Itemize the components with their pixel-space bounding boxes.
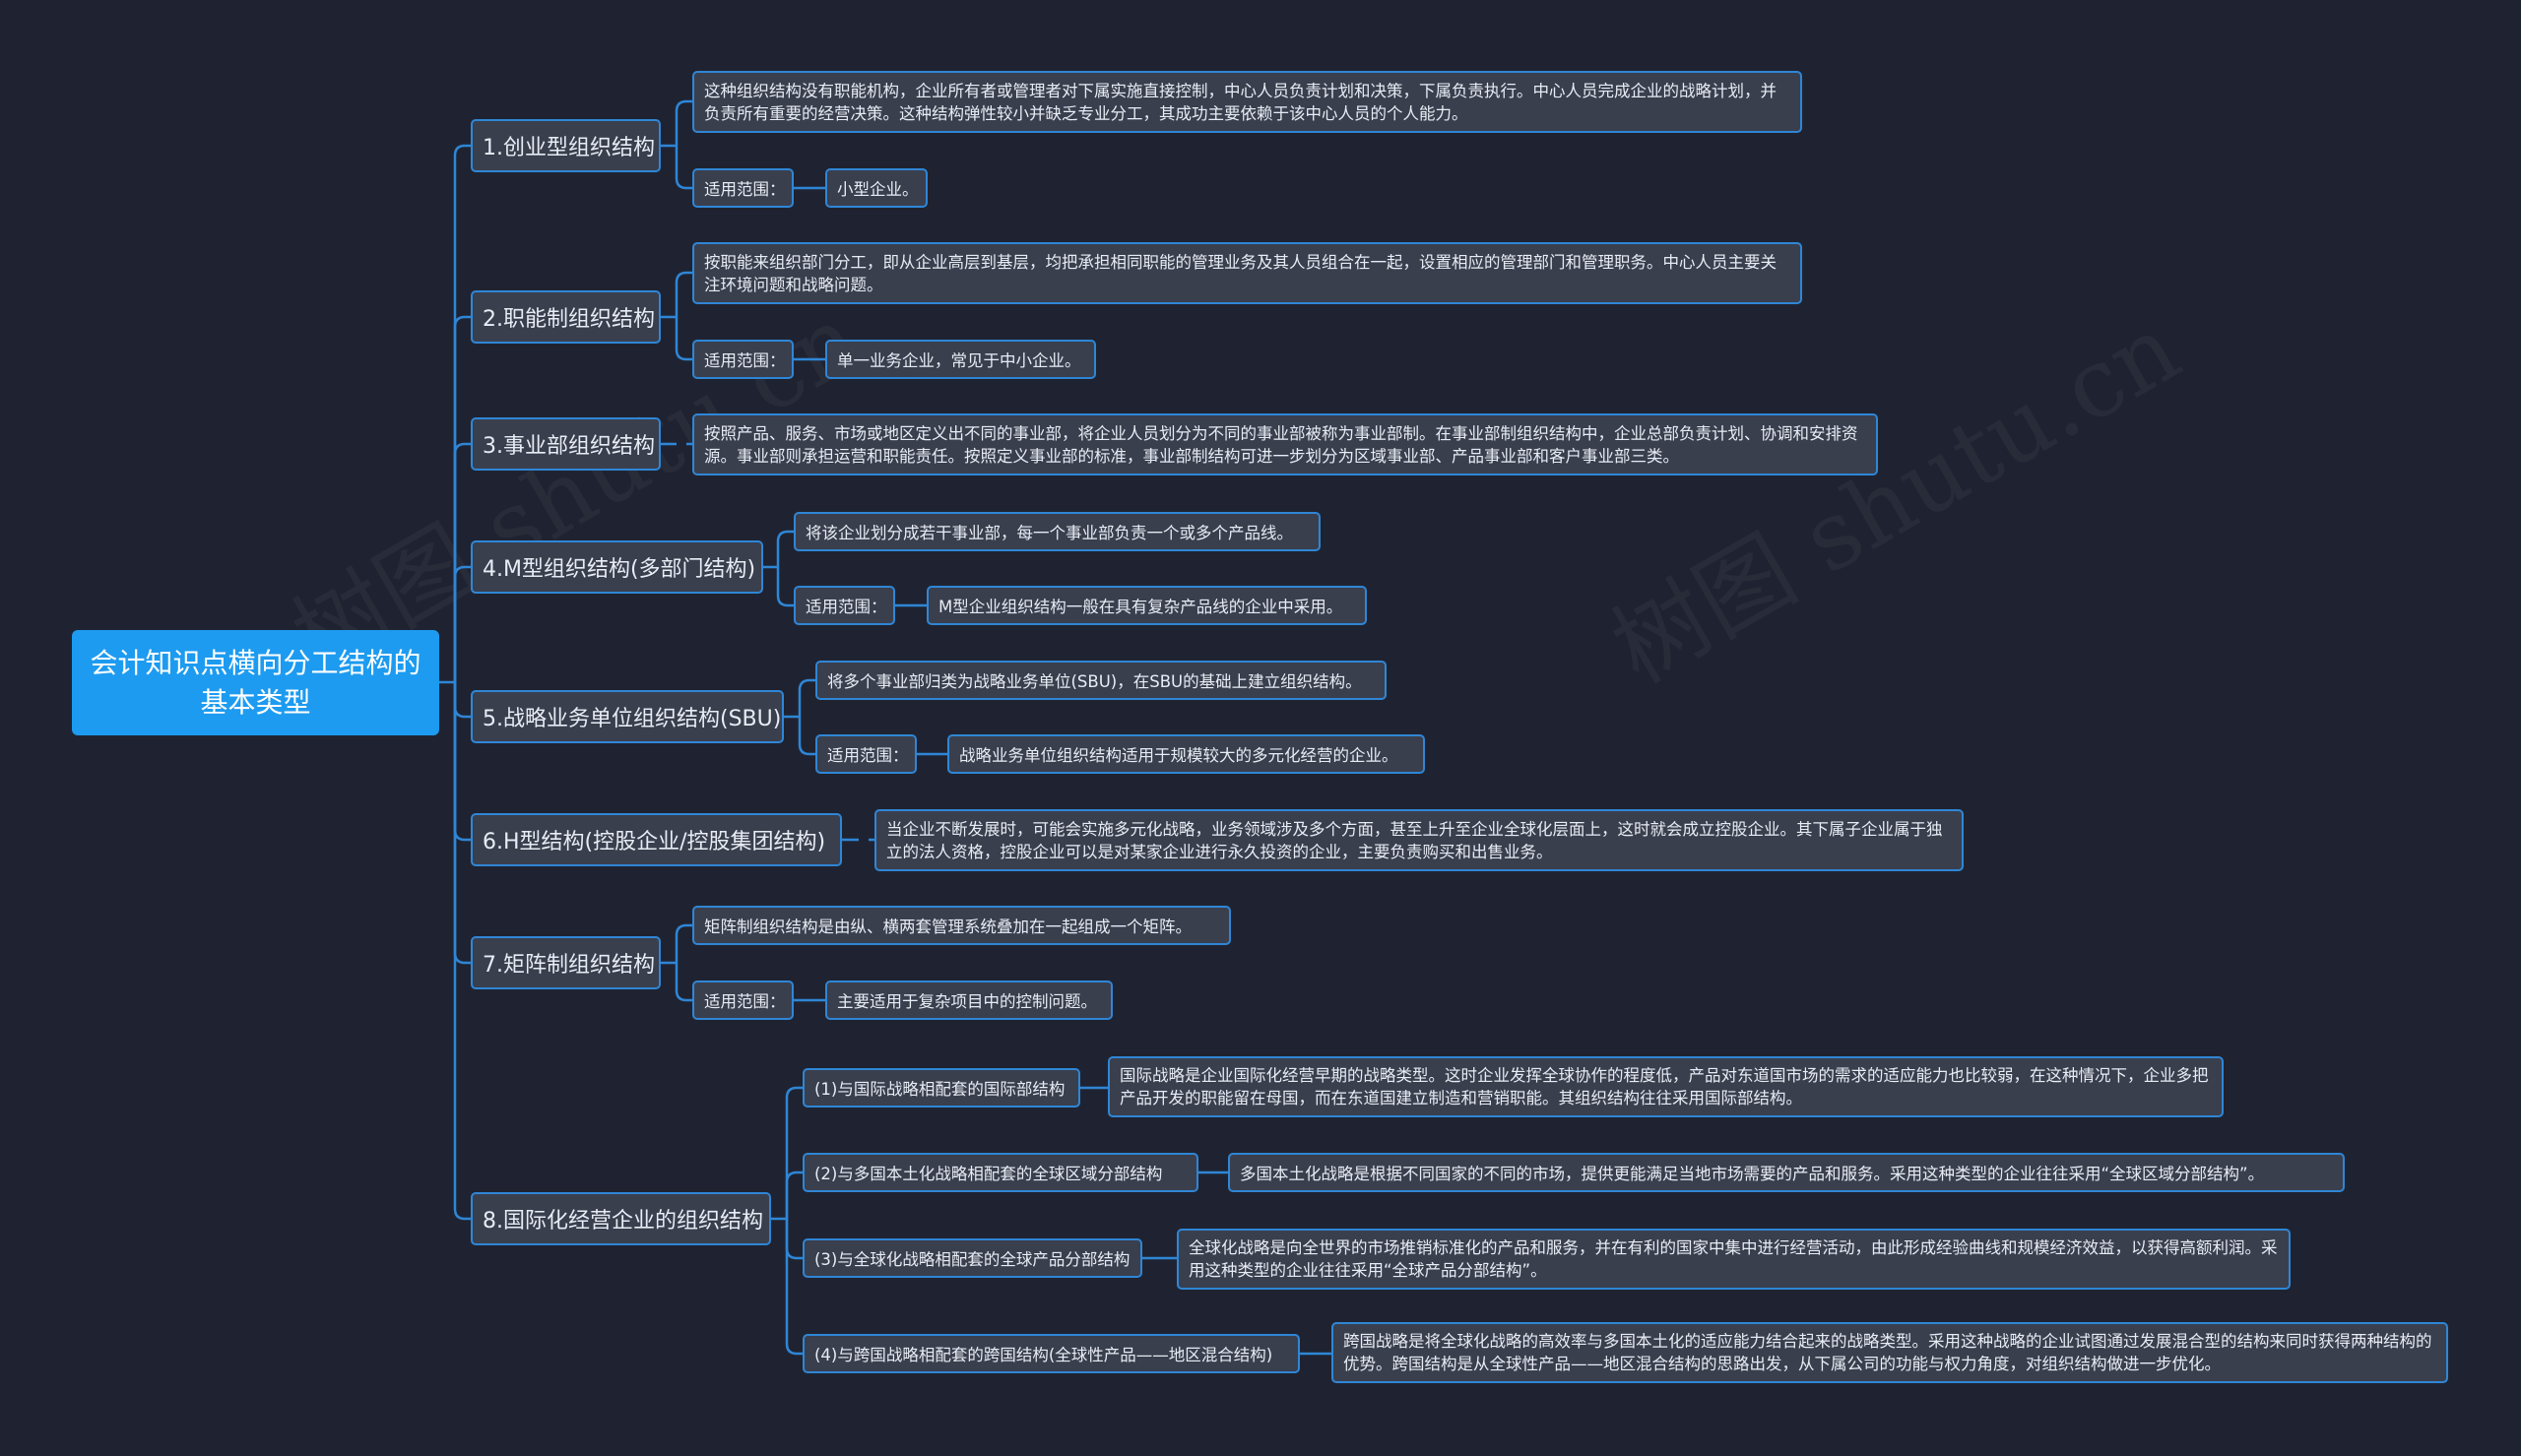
desc-text: 国际战略是企业国际化经营早期的战略类型。这时企业发挥全球协作的程度低，产品对东道… (1120, 1066, 2209, 1108)
branch-8-sub-1[interactable]: (1)与国际战略相配套的国际部结构 (803, 1068, 1080, 1108)
connector (453, 442, 466, 682)
connector (785, 1219, 798, 1260)
branch-4-scope[interactable]: M型企业组织结构一般在具有复杂产品线的企业中采用。 (927, 586, 1367, 625)
branch-8-sub-4-desc[interactable]: 跨国战略是将全球化战略的高效率与多国本土化的适应能力结合起来的战略类型。采用这种… (1331, 1322, 2448, 1383)
desc-text: 矩阵制组织结构是由纵、横两套管理系统叠加在一起组成一个矩阵。 (704, 918, 1192, 936)
connector (675, 271, 687, 317)
desc-text: 跨国战略是将全球化战略的高效率与多国本土化的适应能力结合起来的战略类型。采用这种… (1343, 1332, 2432, 1373)
branch-7-scope[interactable]: 主要适用于复杂项目中的控制问题。 (825, 981, 1113, 1020)
connector (675, 99, 687, 146)
desc-text: 将该企业划分成若干事业部，每一个事业部负责一个或多个产品线。 (806, 524, 1293, 542)
desc-text: 当企业不断发展时，可能会实施多元化战略，业务领域涉及多个方面，甚至上升至企业全球… (886, 819, 1943, 861)
branch-label: 3.事业部组织结构 (483, 434, 655, 459)
branch-4[interactable]: 4.M型组织结构(多部门结构) (471, 540, 763, 594)
desc-text: 将多个事业部归类为战略业务单位(SBU)，在SBU的基础上建立组织结构。 (827, 672, 1362, 691)
branch-8[interactable]: 8.国际化经营企业的组织结构 (471, 1192, 771, 1245)
root-topic[interactable]: 会计知识点横向分工结构的基本类型 (72, 630, 439, 735)
branch-5-scope[interactable]: 战略业务单位组织结构适用于规模较大的多元化经营的企业。 (947, 734, 1425, 774)
scope-text: M型企业组织结构一般在具有复杂产品线的企业中采用。 (938, 598, 1343, 616)
branch-2-scope-label[interactable]: 适用范围： (692, 340, 794, 379)
branch-5-scope-label[interactable]: 适用范围： (815, 734, 917, 774)
branch-8-sub-2-desc[interactable]: 多国本土化战略是根据不同国家的不同的市场，提供更能满足当地市场需要的产品和服务。… (1228, 1153, 2345, 1192)
connector (785, 1086, 798, 1219)
connector (675, 146, 687, 190)
branch-7[interactable]: 7.矩阵制组织结构 (471, 936, 661, 989)
scope-text: 小型企业。 (837, 180, 919, 199)
connector (785, 1171, 798, 1219)
branch-3-desc[interactable]: 按照产品、服务、市场或地区定义出不同的事业部，将企业人员划分为不同的事业部被称为… (692, 413, 1878, 475)
connector (785, 1219, 798, 1356)
desc-text: 全球化战略是向全世界的市场推销标准化的产品和服务，并在有利的国家中集中进行经营活… (1189, 1238, 2278, 1280)
root-title: 会计知识点横向分工结构的基本类型 (90, 646, 421, 719)
scope-label-text: 适用范围： (704, 992, 786, 1011)
desc-text: 这种组织结构没有职能机构，企业所有者或管理者对下属实施直接控制，中心人员负责计划… (704, 81, 1777, 123)
desc-text: 按职能来组织部门分工，即从企业高层到基层，均把承担相同职能的管理业务及其人员组合… (704, 252, 1777, 294)
branch-1-scope-label[interactable]: 适用范围： (692, 168, 794, 208)
connector (798, 678, 810, 717)
desc-text: 按照产品、服务、市场或地区定义出不同的事业部，将企业人员划分为不同的事业部被称为… (704, 423, 1858, 466)
branch-label: 2.职能制组织结构 (483, 307, 655, 332)
branch-6[interactable]: 6.H型结构(控股企业/控股集团结构) (471, 813, 842, 866)
connector (453, 565, 466, 682)
sub-label: (2)与多国本土化战略相配套的全球区域分部结构 (814, 1165, 1163, 1183)
branch-3[interactable]: 3.事业部组织结构 (471, 417, 661, 471)
branch-2-desc[interactable]: 按职能来组织部门分工，即从企业高层到基层，均把承担相同职能的管理业务及其人员组合… (692, 242, 1802, 304)
branch-4-scope-label[interactable]: 适用范围： (794, 586, 895, 625)
branch-label: 1.创业型组织结构 (483, 136, 655, 160)
scope-label-text: 适用范围： (704, 180, 786, 199)
scope-text: 战略业务单位组织结构适用于规模较大的多元化经营的企业。 (959, 746, 1398, 765)
branch-6-desc[interactable]: 当企业不断发展时，可能会实施多元化战略，业务领域涉及多个方面，甚至上升至企业全球… (874, 809, 1964, 871)
branch-5[interactable]: 5.战略业务单位组织结构(SBU) (471, 690, 784, 743)
branch-7-scope-label[interactable]: 适用范围： (692, 981, 794, 1020)
connector (675, 923, 687, 963)
connector (675, 317, 687, 361)
scope-label-text: 适用范围： (704, 351, 786, 370)
sub-label: (4)与跨国战略相配套的跨国结构(全球性产品——地区混合结构) (814, 1346, 1273, 1364)
connector (453, 682, 466, 1221)
connector (453, 682, 466, 965)
scope-text: 主要适用于复杂项目中的控制问题。 (837, 992, 1097, 1011)
scope-text: 单一业务企业，常见于中小企业。 (837, 351, 1081, 370)
branch-8-sub-3-desc[interactable]: 全球化战略是向全世界的市场推销标准化的产品和服务，并在有利的国家中集中进行经营活… (1177, 1229, 2291, 1290)
branch-label: 4.M型组织结构(多部门结构) (483, 557, 756, 582)
sub-label: (3)与全球化战略相配套的全球产品分部结构 (814, 1250, 1131, 1269)
scope-label-text: 适用范围： (806, 598, 887, 616)
branch-2-scope[interactable]: 单一业务企业，常见于中小企业。 (825, 340, 1096, 379)
connector (453, 144, 466, 682)
connector (453, 682, 466, 842)
branch-label: 7.矩阵制组织结构 (483, 953, 655, 978)
sub-label: (1)与国际战略相配套的国际部结构 (814, 1080, 1066, 1099)
connector (453, 315, 466, 682)
desc-text: 多国本土化战略是根据不同国家的不同的市场，提供更能满足当地市场需要的产品和服务。… (1240, 1165, 2265, 1183)
branch-4-desc[interactable]: 将该企业划分成若干事业部，每一个事业部负责一个或多个产品线。 (794, 512, 1321, 551)
branch-label: 6.H型结构(控股企业/控股集团结构) (483, 830, 826, 855)
branch-1[interactable]: 1.创业型组织结构 (471, 119, 661, 172)
branch-8-sub-1-desc[interactable]: 国际战略是企业国际化经营早期的战略类型。这时企业发挥全球协作的程度低，产品对东道… (1108, 1056, 2224, 1117)
branch-2[interactable]: 2.职能制组织结构 (471, 290, 661, 344)
connector (675, 963, 687, 1002)
connector (776, 567, 789, 607)
branch-1-desc[interactable]: 这种组织结构没有职能机构，企业所有者或管理者对下属实施直接控制，中心人员负责计划… (692, 71, 1802, 133)
connector (453, 682, 466, 719)
connector (776, 530, 789, 567)
branch-label: 8.国际化经营企业的组织结构 (483, 1209, 763, 1234)
branch-7-desc[interactable]: 矩阵制组织结构是由纵、横两套管理系统叠加在一起组成一个矩阵。 (692, 906, 1231, 945)
branch-8-sub-4[interactable]: (4)与跨国战略相配套的跨国结构(全球性产品——地区混合结构) (803, 1334, 1300, 1373)
branch-label: 5.战略业务单位组织结构(SBU) (483, 707, 782, 731)
branch-1-scope[interactable]: 小型企业。 (825, 168, 928, 208)
branch-8-sub-2[interactable]: (2)与多国本土化战略相配套的全球区域分部结构 (803, 1153, 1198, 1192)
branch-5-desc[interactable]: 将多个事业部归类为战略业务单位(SBU)，在SBU的基础上建立组织结构。 (815, 661, 1387, 700)
connector (798, 717, 810, 756)
scope-label-text: 适用范围： (827, 746, 909, 765)
branch-8-sub-3[interactable]: (3)与全球化战略相配套的全球产品分部结构 (803, 1238, 1142, 1278)
